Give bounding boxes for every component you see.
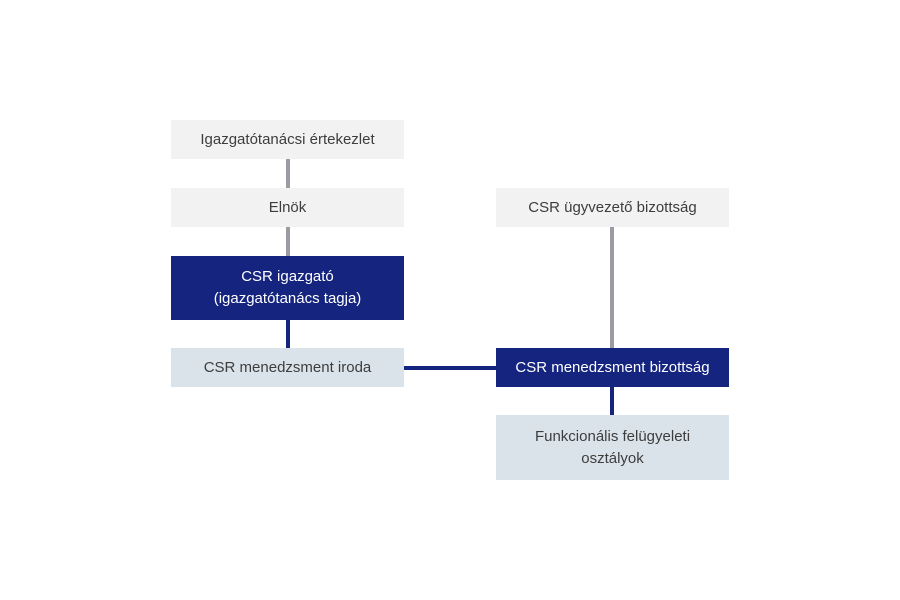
connector-director-to-office (286, 320, 290, 348)
csr-management-committee-box: CSR menedzsment bizottság (496, 348, 729, 387)
csr-executive-committee-label: CSR ügyvezető bizottság (528, 198, 697, 216)
board-meeting-box: Igazgatótanácsi értekezlet (171, 120, 404, 159)
connector-office-to-committee (404, 366, 496, 370)
connector-chairman-to-director (286, 227, 290, 256)
connector-committee-to-departments (610, 387, 614, 415)
connector-executive-to-management-committee (610, 227, 614, 348)
csr-management-office-box: CSR menedzsment iroda (171, 348, 404, 387)
connector-board-to-chairman (286, 159, 290, 188)
functional-departments-label-line2: osztályok (581, 449, 644, 467)
chairman-label: Elnök (268, 198, 307, 216)
csr-director-label-line1: CSR igazgató (241, 268, 334, 285)
csr-management-committee-label: CSR menedzsment bizottság (515, 358, 710, 376)
csr-director-label-line2: (igazgatótanács tagja) (213, 290, 362, 307)
csr-executive-committee-box: CSR ügyvezető bizottság (496, 188, 729, 227)
csr-management-office-label: CSR menedzsment iroda (203, 358, 372, 376)
chairman-box: Elnök (171, 188, 404, 227)
functional-departments-label-line1: Funkcionális felügyeleti (534, 427, 691, 445)
csr-director-box: CSR igazgató (igazgatótanács tagja) (171, 256, 404, 320)
board-meeting-label: Igazgatótanácsi értekezlet (200, 130, 375, 148)
functional-departments-box: Funkcionális felügyeleti osztályok (496, 415, 729, 480)
